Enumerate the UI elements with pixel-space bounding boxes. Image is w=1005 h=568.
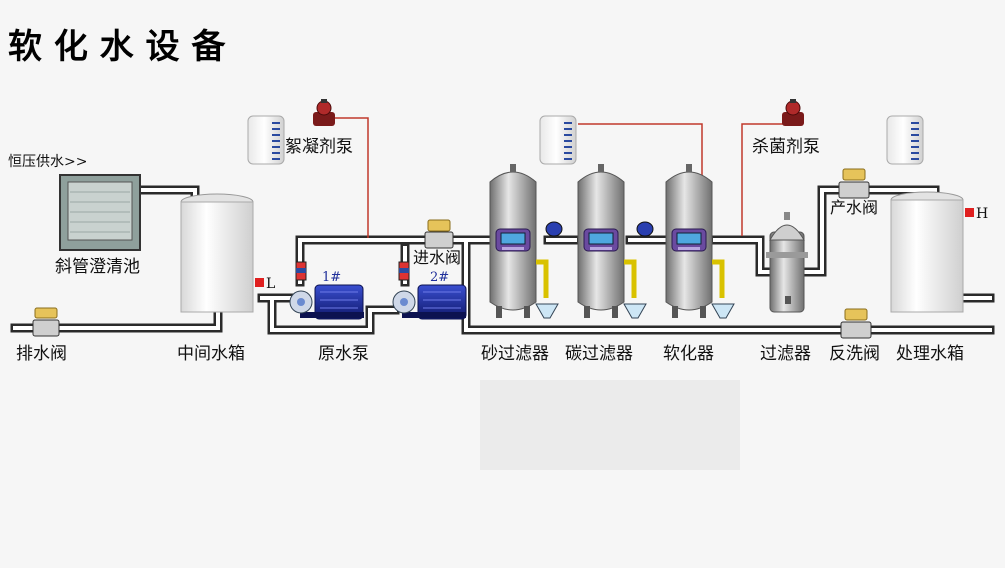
carbon-filter-vessel[interactable] (577, 164, 647, 319)
flocculant-pump-icon[interactable] (313, 99, 335, 126)
label-treated-tank: 处理水箱 (896, 344, 964, 364)
reflection (480, 380, 740, 470)
label-inlet-valve: 进水阀 (413, 248, 461, 267)
flow-indicator-icon (636, 221, 654, 237)
label-sand-filter: 砂过滤器 (481, 344, 549, 364)
label-level-high: H (976, 206, 988, 222)
flow-indicator-icon (545, 221, 563, 237)
bactericide-tank[interactable] (886, 115, 924, 165)
label-level-low: L (266, 276, 275, 292)
cartridge-filter[interactable] (766, 212, 808, 313)
chemical-dosing-tanks (247, 115, 924, 165)
product-valve-icon[interactable] (838, 168, 870, 199)
treated-water-tank[interactable] (890, 191, 964, 313)
label-flocculant-pump: 絮凝剂泵 (285, 137, 353, 157)
label-filter: 过滤器 (760, 344, 811, 364)
raw-water-pump-1[interactable] (289, 261, 364, 320)
label-constant-pressure: 恒压供水>> (8, 154, 87, 170)
label-bactericide-pump: 杀菌剂泵 (752, 137, 820, 157)
filter-vessels (489, 164, 735, 319)
page-title: 软 化 水 设 备 (8, 27, 226, 67)
backwash-valve-icon[interactable] (840, 308, 872, 339)
softener-vessel[interactable] (665, 164, 735, 319)
raw-water-pump-2[interactable] (392, 261, 467, 320)
label-middle-tank: 中间水箱 (177, 344, 245, 364)
label-clarifier: 斜管澄清池 (55, 257, 140, 277)
bactericide-pump-icon[interactable] (782, 99, 804, 126)
label-carbon-filter: 碳过滤器 (565, 344, 633, 364)
label-drain-valve: 排水阀 (16, 344, 67, 364)
mid-dosing-tank[interactable] (539, 115, 577, 165)
label-product-valve: 产水阀 (830, 198, 878, 217)
label-raw-pump: 原水泵 (318, 344, 369, 364)
sand-filter-vessel[interactable] (489, 164, 559, 319)
label-softener: 软化器 (663, 344, 714, 364)
label-pump-1: 1# (322, 270, 341, 285)
clarifier-tank[interactable] (59, 174, 141, 251)
level-low-marker (255, 278, 264, 287)
inlet-valve-icon[interactable] (424, 219, 454, 249)
middle-tank[interactable] (180, 193, 254, 313)
label-backwash-valve: 反洗阀 (829, 344, 880, 364)
flocculant-tank[interactable] (247, 115, 285, 165)
label-pump-2: 2# (430, 270, 449, 285)
drain-valve-icon[interactable] (32, 307, 60, 337)
level-high-marker (965, 208, 974, 217)
